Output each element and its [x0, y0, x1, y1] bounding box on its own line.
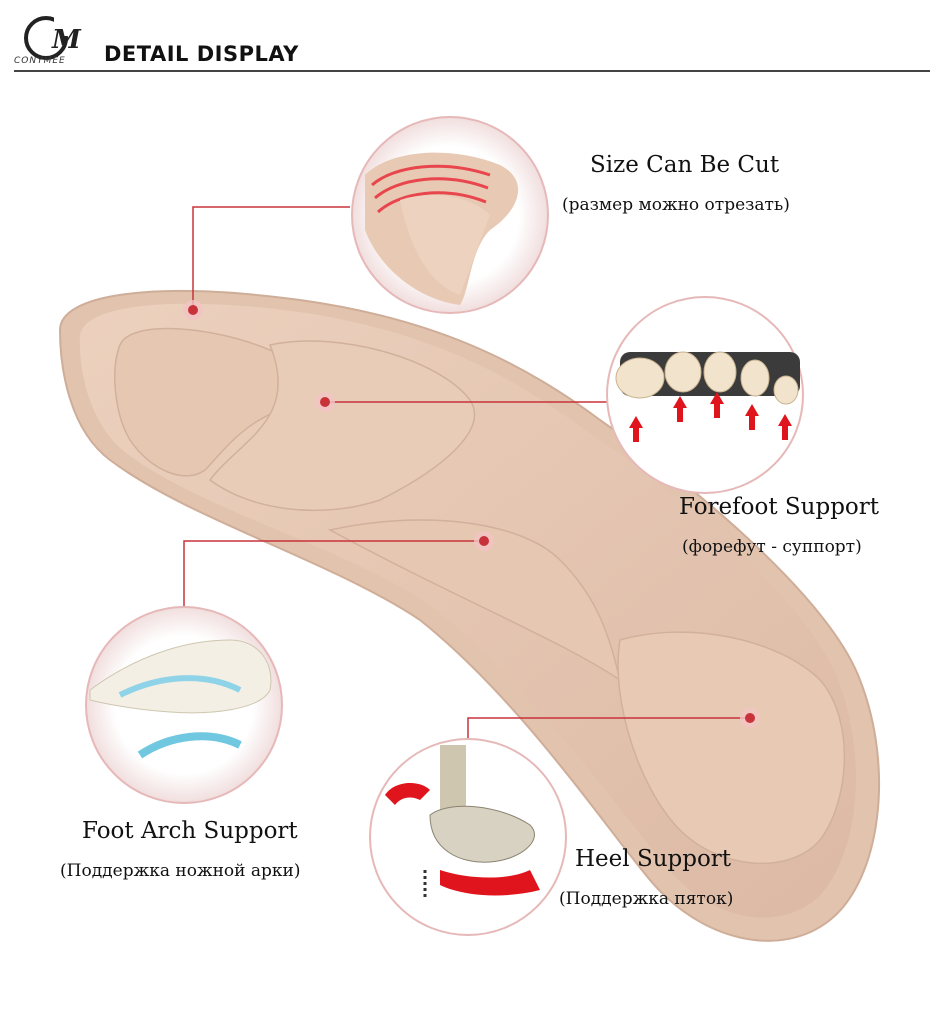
- feature-subtitle-arch: (Поддержка ножной арки): [60, 861, 301, 881]
- foot-arch-icon: [85, 606, 283, 804]
- svg-text:M: M: [51, 25, 82, 55]
- forefoot-bones-icon: [606, 296, 804, 494]
- insole: [58, 290, 881, 942]
- heel-bone-icon: [369, 738, 567, 936]
- feature-title-heel: Heel Support: [575, 846, 732, 872]
- hotspot-dots: [183, 300, 760, 728]
- brand-logo: M: [24, 16, 84, 60]
- page-title: DETAIL DISPLAY: [104, 42, 299, 66]
- brand-name: CONYMEE: [14, 56, 66, 66]
- feature-title-arch: Foot Arch Support: [82, 818, 298, 844]
- layered-insole-icon: [351, 116, 549, 314]
- header: M CONYMEE DETAIL DISPLAY: [0, 0, 930, 80]
- header-divider: [14, 70, 930, 72]
- feature-subtitle-heel: (Поддержка пяток): [559, 889, 734, 909]
- feature-subtitle-forefoot: (форефут - суппорт): [682, 537, 862, 557]
- feature-title-size-cut: Size Can Be Cut: [590, 152, 780, 178]
- callout-lines: [183, 206, 750, 740]
- feature-subtitle-size-cut: (размер можно отрезать): [562, 195, 790, 215]
- feature-title-forefoot: Forefoot Support: [679, 494, 880, 520]
